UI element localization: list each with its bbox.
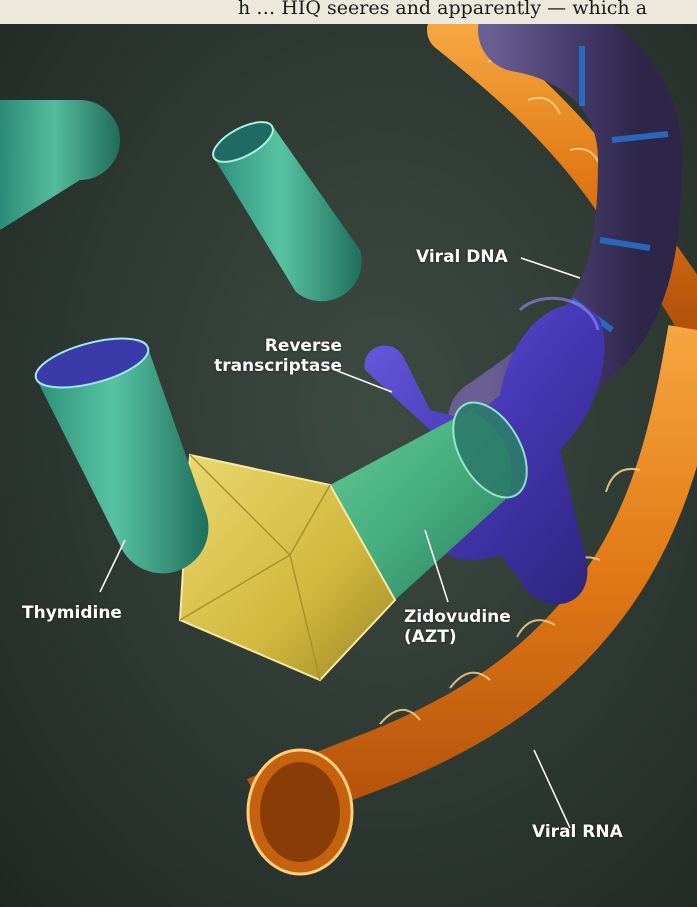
label-thymidine: Thymidine bbox=[22, 603, 122, 623]
label-viral-dna: Viral DNA bbox=[416, 247, 508, 267]
label-reverse-transcriptase-line1: Reverse bbox=[202, 336, 342, 356]
label-zidovudine-line1: Zidovudine bbox=[404, 607, 511, 627]
label-reverse-transcriptase-line2: transcriptase bbox=[202, 356, 342, 376]
label-reverse-transcriptase: Reverse transcriptase bbox=[202, 336, 342, 376]
label-zidovudine-line2: (AZT) bbox=[404, 627, 511, 647]
header-text-fragment: h … HIQ seeres and apparently — which a bbox=[0, 0, 697, 24]
label-zidovudine: Zidovudine (AZT) bbox=[404, 607, 511, 647]
label-viral-rna: Viral RNA bbox=[532, 822, 623, 842]
